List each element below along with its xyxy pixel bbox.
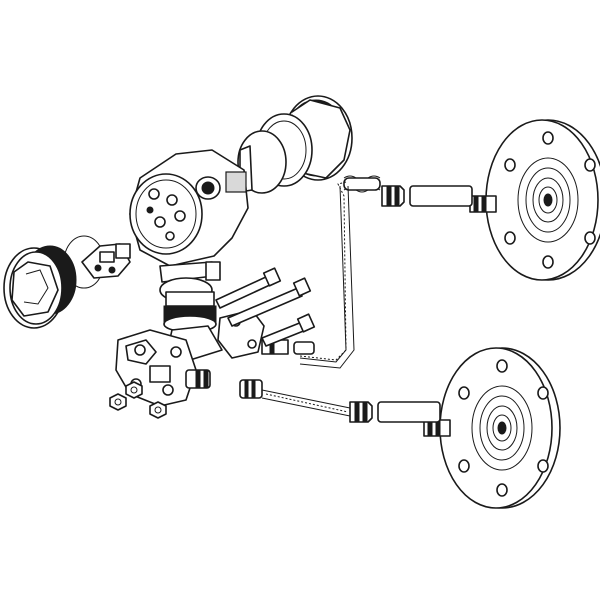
bolt-hole — [496, 483, 508, 497]
electronics-module — [81, 243, 131, 279]
bolt-hole — [537, 459, 549, 473]
upper-flange-seal — [469, 119, 600, 281]
bolt-hole — [504, 158, 516, 172]
bolt-hole — [584, 231, 596, 245]
bolt-hole — [542, 131, 554, 145]
bolt-hole — [542, 255, 554, 269]
front-cover — [3, 235, 105, 329]
bolt-hole — [537, 386, 549, 400]
bolt-hole — [458, 459, 470, 473]
bolt-hole — [584, 158, 596, 172]
lower-capillary — [239, 379, 441, 423]
lower-flange-seal — [423, 347, 561, 509]
nuts — [109, 381, 167, 419]
bolt-hole — [496, 359, 508, 373]
bolt-hole — [458, 386, 470, 400]
rear-cover — [237, 95, 353, 194]
transmitter-housing — [129, 149, 249, 303]
upper-capillary — [299, 175, 473, 369]
bolts — [215, 267, 316, 347]
bolt-hole — [504, 231, 516, 245]
nameplate — [225, 171, 247, 193]
sensor-module — [163, 291, 223, 361]
